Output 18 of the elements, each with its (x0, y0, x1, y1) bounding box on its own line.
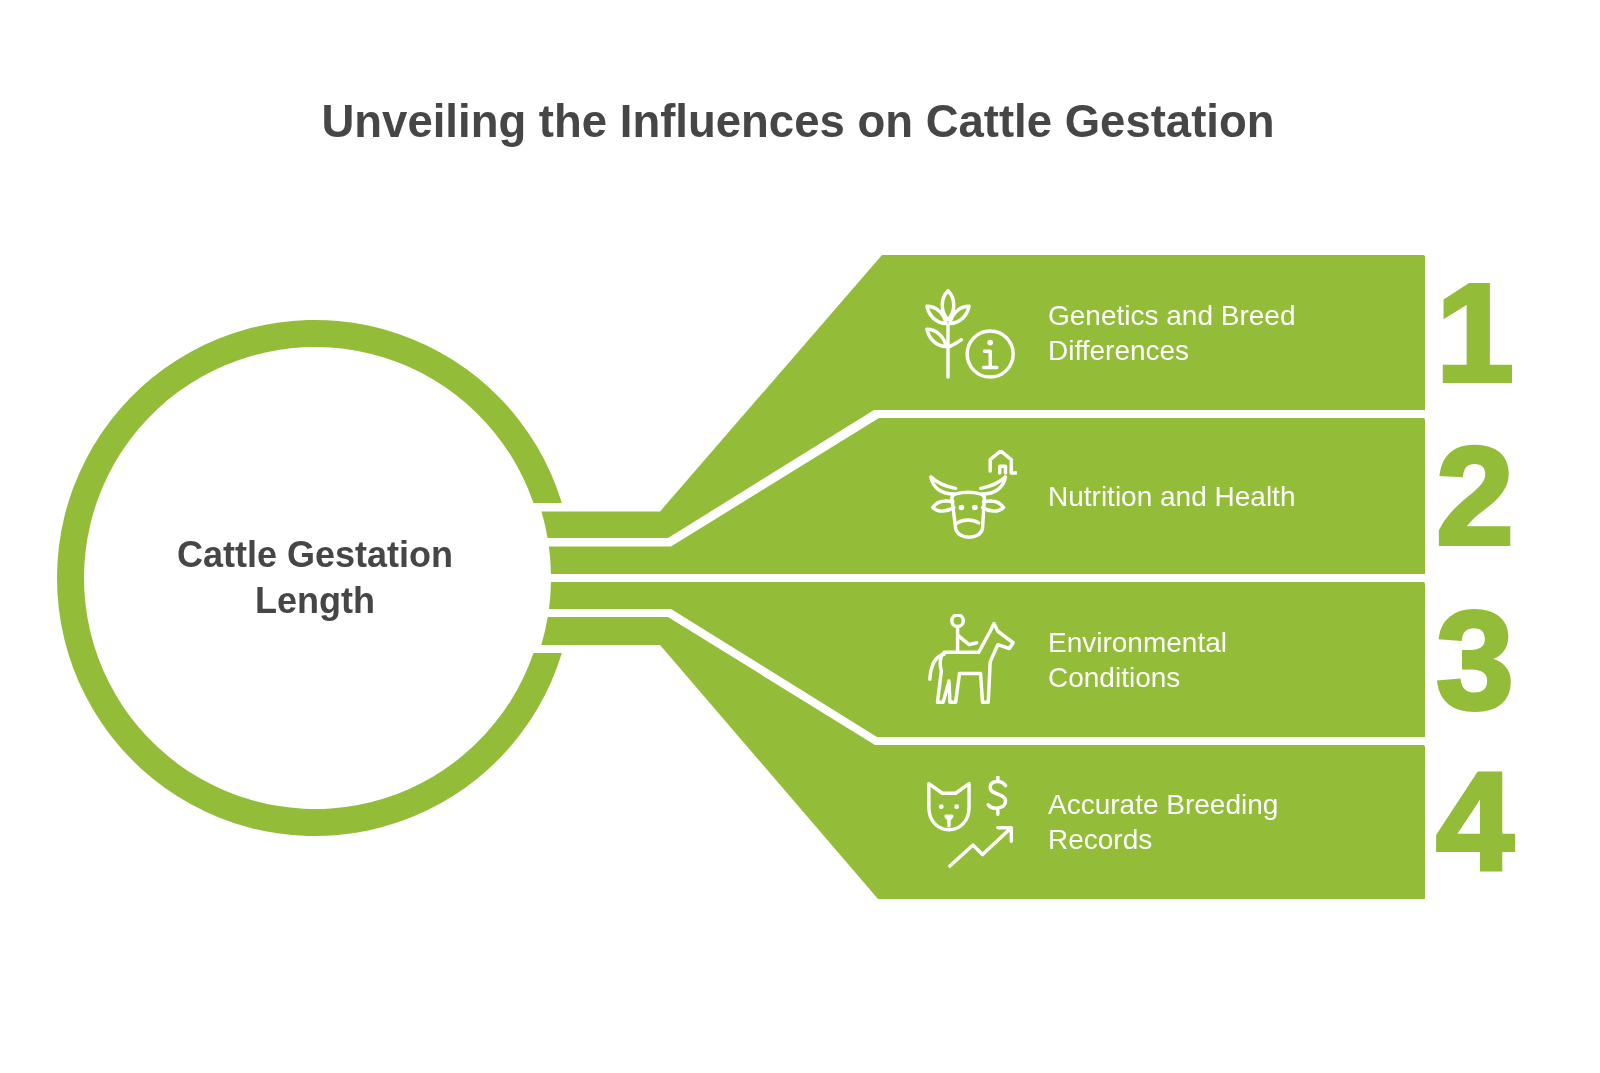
step-number: 2 (1436, 418, 1514, 574)
factor-band (882, 745, 1425, 899)
connector-band (548, 418, 882, 574)
factor-band (882, 418, 1425, 574)
title: Unveiling the Influences on Cattle Gestation (321, 96, 1275, 148)
factor-label: Accurate Breeding Records (1048, 788, 1280, 857)
step-number: 3 (1436, 581, 1514, 738)
connector-band (548, 582, 882, 737)
factor-label: Genetics and Breed Differences (1048, 298, 1297, 368)
factor-label: Nutrition and Health (1048, 479, 1297, 514)
step-number: 1 (1436, 254, 1514, 411)
connector-band (541, 255, 882, 538)
factor-band (882, 582, 1425, 737)
circle-label: Cattle Gestation Length (176, 533, 454, 623)
factor-band (882, 255, 1425, 410)
connector-band (541, 617, 882, 899)
step-number: 4 (1436, 744, 1514, 900)
factor-label: Environmental Conditions (1048, 625, 1228, 695)
